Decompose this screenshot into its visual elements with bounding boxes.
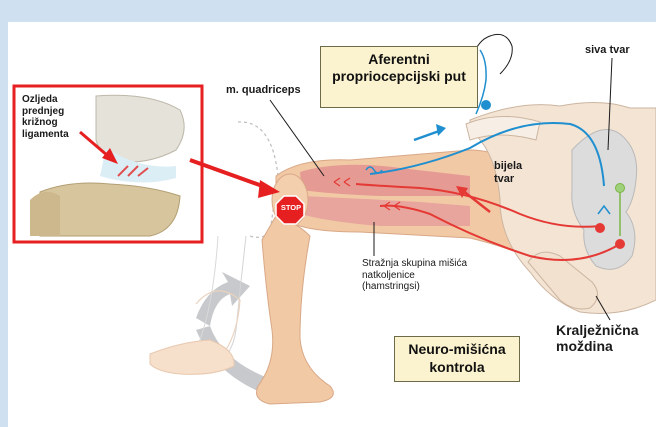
fibula	[30, 192, 60, 236]
grey-matter-label: siva tvar	[585, 44, 630, 57]
afferent-pathway-label: Aferentni propriocepcijski put	[320, 46, 478, 108]
spinal-cord-label: Kralježnična moždina	[556, 322, 656, 354]
dorsal-ganglion	[481, 100, 491, 110]
interneuron	[616, 184, 625, 193]
quadriceps-label: m. quadriceps	[226, 84, 301, 97]
tibia	[40, 183, 180, 236]
stop-sign-label: STOP	[277, 204, 305, 213]
white-matter-label: bijela tvar	[494, 160, 538, 185]
motor-neuron-2	[615, 239, 625, 249]
injury-label: Ozljeda prednjeg križnog ligamenta	[22, 94, 102, 140]
motor-neuron-1	[595, 223, 605, 233]
neuromuscular-control-label: Neuro-mišićna kontrola	[394, 336, 520, 382]
hamstrings-label: Stražnja skupina mišića natkoljenice (ha…	[362, 258, 472, 293]
